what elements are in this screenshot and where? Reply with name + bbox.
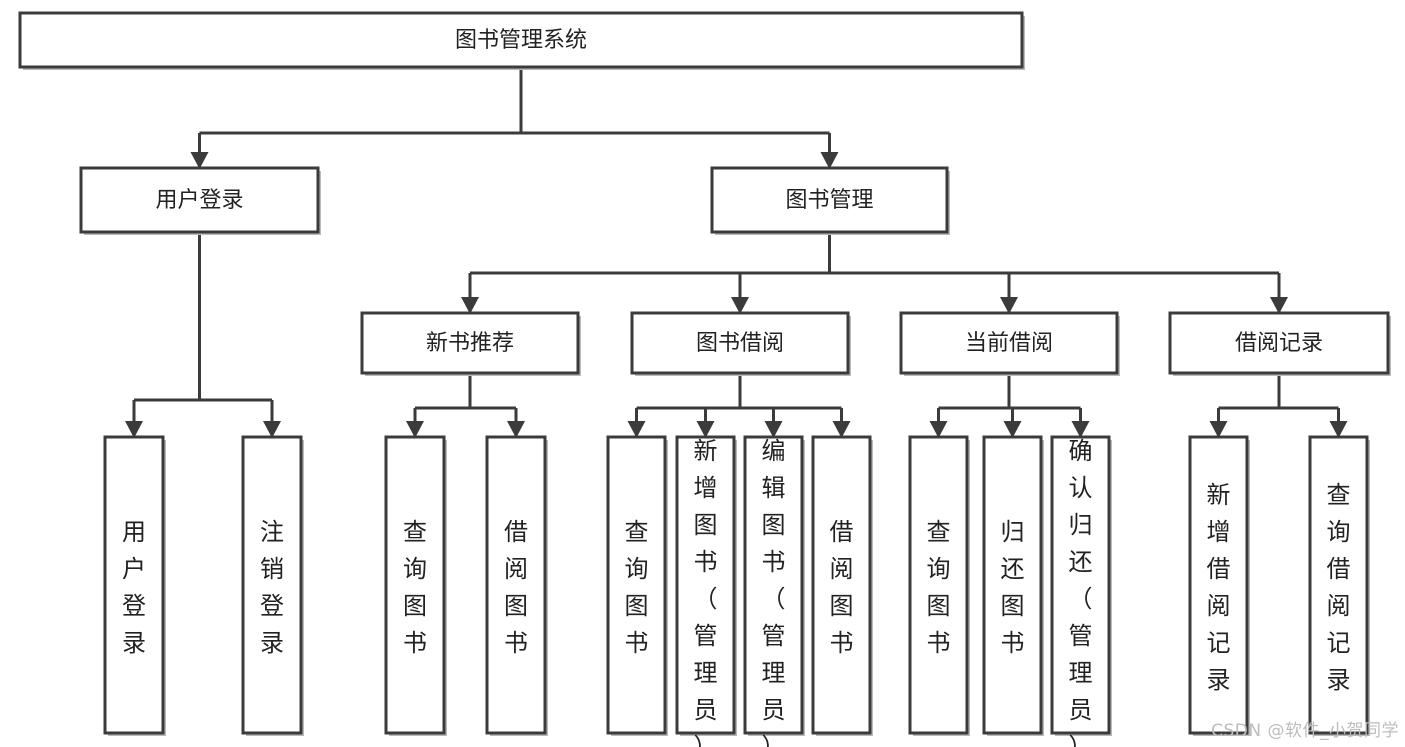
node-leaf-8[interactable]: 查询图书: [908, 435, 970, 736]
node-leaf-9[interactable]: 归还图书: [982, 435, 1044, 736]
node-label: 编辑图书（管理员）: [762, 437, 786, 747]
node-rect[interactable]: [743, 435, 804, 735]
arrow-head-icon: [627, 421, 646, 438]
arrow-head-icon: [1209, 421, 1228, 438]
node-level1-0[interactable]: 用户登录: [79, 166, 321, 235]
arrow-head-icon: [820, 152, 839, 169]
node-rect[interactable]: [18, 11, 1024, 69]
arrow-head-icon: [1270, 297, 1288, 314]
node-rect[interactable]: [606, 435, 667, 735]
connector-layer: [125, 67, 1348, 438]
arrow-head-icon: [190, 152, 209, 169]
node-level2-1[interactable]: 图书借阅: [630, 311, 851, 376]
node-rect[interactable]: [1050, 435, 1111, 735]
node-leaf-7[interactable]: 借阅图书: [811, 435, 873, 736]
node-label: 借阅记录: [1235, 331, 1323, 356]
arrow-head-icon: [696, 421, 715, 438]
node-leaf-4[interactable]: 查询图书: [606, 435, 668, 736]
node-rect[interactable]: [79, 166, 320, 234]
node-label: 确认归还（管理员）: [1069, 437, 1093, 747]
arrow-head-icon: [406, 421, 424, 438]
node-label: 查询借阅记录: [1327, 481, 1351, 694]
arrow-head-icon: [1000, 297, 1018, 314]
arrow-head-icon: [731, 297, 749, 314]
node-level2-2[interactable]: 当前借阅: [899, 311, 1120, 376]
arrow-head-icon: [263, 421, 281, 438]
node-label: 查询图书: [625, 518, 649, 657]
node-label: 注销登录: [260, 518, 284, 657]
node-rect[interactable]: [908, 435, 969, 735]
node-layer: 图书管理系统用户登录图书管理新书推荐图书借阅当前借阅借阅记录用户登录注销登录查询…: [18, 11, 1391, 747]
node-label: 图书管理: [785, 188, 873, 213]
node-label: 新书推荐: [426, 331, 514, 356]
node-label: 图书借阅: [696, 331, 784, 356]
node-rect[interactable]: [103, 435, 165, 735]
node-rect[interactable]: [1168, 311, 1390, 375]
arrow-head-icon: [929, 421, 948, 438]
node-label: 用户登录: [122, 518, 146, 657]
edges-borrow-to-leaves: [627, 373, 851, 438]
arrow-head-icon: [1329, 421, 1348, 438]
arrow-head-icon: [1003, 421, 1022, 438]
arrow-head-icon: [764, 421, 783, 438]
arrow-head-icon: [125, 421, 143, 438]
node-level1-1[interactable]: 图书管理: [710, 166, 950, 235]
node-rect[interactable]: [811, 435, 872, 735]
edges-record-to-leaves: [1209, 373, 1348, 438]
node-leaf-2[interactable]: 查询图书: [384, 435, 447, 736]
edges-new-book-to-leaves: [406, 373, 525, 438]
node-rect[interactable]: [241, 435, 303, 735]
node-rect[interactable]: [485, 435, 547, 735]
node-leaf-11[interactable]: 新增借阅记录: [1188, 435, 1250, 736]
edges-current-to-leaves: [929, 373, 1090, 438]
node-label: 查询图书: [403, 518, 427, 657]
node-level2-0[interactable]: 新书推荐: [360, 311, 581, 376]
arrow-head-icon: [1071, 421, 1090, 438]
node-label: 查询图书: [927, 518, 951, 657]
node-root-0[interactable]: 图书管理系统: [18, 11, 1025, 70]
node-leaf-0[interactable]: 用户登录: [103, 435, 166, 736]
node-leaf-3[interactable]: 借阅图书: [485, 435, 548, 736]
node-label: 图书管理系统: [455, 28, 587, 53]
node-leaf-1[interactable]: 注销登录: [241, 435, 304, 736]
node-rect[interactable]: [982, 435, 1043, 735]
node-leaf-10[interactable]: 确认归还（管理员）: [1050, 435, 1112, 747]
node-label: 当前借阅: [965, 331, 1053, 356]
node-leaf-5[interactable]: 新增图书（管理员）: [675, 435, 737, 747]
edges-root-to-level1: [190, 67, 839, 169]
node-rect[interactable]: [675, 435, 736, 735]
node-label: 新增借阅记录: [1207, 481, 1231, 694]
node-leaf-12[interactable]: 查询借阅记录: [1308, 435, 1370, 736]
node-rect[interactable]: [1188, 435, 1249, 735]
node-rect[interactable]: [1308, 435, 1369, 735]
node-label: 归还图书: [1001, 518, 1025, 657]
node-rect[interactable]: [899, 311, 1119, 375]
arrow-head-icon: [507, 421, 525, 438]
node-label: 借阅图书: [830, 518, 854, 657]
edges-book-mgmt-to-level2: [461, 232, 1288, 314]
node-rect[interactable]: [384, 435, 446, 735]
node-label: 用户登录: [155, 188, 243, 213]
arrow-head-icon: [461, 297, 479, 314]
node-rect[interactable]: [630, 311, 850, 375]
node-label: 新增图书（管理员）: [694, 437, 718, 747]
node-label: 借阅图书: [504, 518, 528, 657]
arrow-head-icon: [832, 421, 851, 438]
node-level2-3[interactable]: 借阅记录: [1168, 311, 1391, 376]
node-rect[interactable]: [360, 311, 580, 375]
node-rect[interactable]: [710, 166, 949, 234]
edges-user-login-to-leaves: [125, 232, 281, 438]
watermark-label: CSDN @软件_小贺同学: [1211, 721, 1399, 741]
node-leaf-6[interactable]: 编辑图书（管理员）: [743, 435, 805, 747]
